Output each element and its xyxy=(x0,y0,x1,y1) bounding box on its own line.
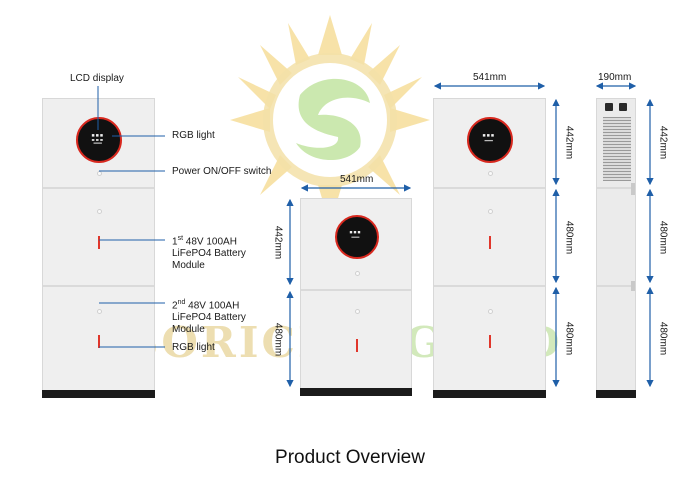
unit-base xyxy=(596,390,636,398)
rgb-light-bar xyxy=(489,335,491,348)
power-switch[interactable] xyxy=(355,271,360,276)
page-title: Product Overview xyxy=(275,447,425,468)
lcd-ring xyxy=(76,117,122,163)
lcd-ring xyxy=(467,117,513,163)
module-2-type: LiFePO4 Battery xyxy=(172,312,246,324)
dim-front-width: 541mm xyxy=(473,72,507,83)
module-seam xyxy=(43,285,154,287)
dim-front-mid-height: 480mm xyxy=(563,220,575,255)
module-2-spec: 48V 100AH xyxy=(188,300,240,312)
module-seam xyxy=(597,285,635,287)
module-1-spec: 48V 100AH xyxy=(185,236,237,248)
side-vent-grille xyxy=(603,117,631,181)
unit-base xyxy=(300,388,412,396)
module-seam xyxy=(43,187,154,189)
module-button xyxy=(488,209,493,214)
module-1-word: Module xyxy=(172,260,205,272)
callout-rgb-light-top: RGB light xyxy=(172,130,215,141)
module-seam xyxy=(434,285,545,287)
side-bracket xyxy=(631,183,635,195)
dim-middle-top-height: 442mm xyxy=(272,225,284,260)
module-2-number: 2 xyxy=(172,300,178,312)
side-port-right xyxy=(619,103,627,111)
callout-power-switch: Power ON/OFF switch xyxy=(172,166,272,177)
dim-front-bottom-height: 480mm xyxy=(563,321,575,356)
unit-base xyxy=(42,390,155,398)
rgb-light-bar xyxy=(489,236,491,249)
logo-watermark xyxy=(230,15,430,225)
dim-front-top-height: 442mm xyxy=(563,125,575,160)
lcd-icons xyxy=(482,133,494,141)
callout-module-2: 2nd 48V 100AH LiFePO4 Battery Module xyxy=(172,297,246,336)
dim-side-bottom-height: 480mm xyxy=(657,321,669,356)
middle-unit-cabinet xyxy=(300,198,412,396)
lcd-icons xyxy=(91,133,103,144)
dim-side-width: 190mm xyxy=(598,72,632,83)
module-button xyxy=(97,209,102,214)
module-1-suffix: st xyxy=(177,235,184,242)
module-seam xyxy=(301,289,411,291)
module-1-type: LiFePO4 Battery xyxy=(172,248,246,260)
module-button xyxy=(488,309,493,314)
dim-middle-width: 541mm xyxy=(340,174,374,185)
side-bracket xyxy=(631,281,635,291)
front-unit-cabinet xyxy=(433,98,546,398)
callout-lcd-display: LCD display xyxy=(70,73,124,84)
callout-rgb-light-bottom: RGB light xyxy=(172,342,215,353)
rgb-light-bar xyxy=(98,236,100,249)
rgb-light-bar xyxy=(98,335,100,348)
module-seam xyxy=(434,187,545,189)
module-2-word: Module xyxy=(172,324,205,336)
left-unit-cabinet xyxy=(42,98,155,398)
dim-side-top-height: 442mm xyxy=(657,125,669,160)
rgb-light-bar xyxy=(356,339,358,352)
callout-module-1: 1st 48V 100AH LiFePO4 Battery Module xyxy=(172,233,246,272)
unit-base xyxy=(433,390,546,398)
dim-middle-bottom-height: 480mm xyxy=(272,322,284,357)
side-port-left xyxy=(605,103,613,111)
module-button xyxy=(97,309,102,314)
module-seam xyxy=(597,187,635,189)
power-switch[interactable] xyxy=(97,171,102,176)
power-switch[interactable] xyxy=(488,171,493,176)
module-1-number: 1 xyxy=(172,236,178,248)
dim-side-mid-height: 480mm xyxy=(657,220,669,255)
module-button xyxy=(355,309,360,314)
side-unit-cabinet xyxy=(596,98,636,398)
module-2-suffix: nd xyxy=(177,299,186,306)
lcd-ring xyxy=(335,215,379,259)
lcd-icons xyxy=(349,230,361,238)
leaf-icon xyxy=(296,78,370,161)
